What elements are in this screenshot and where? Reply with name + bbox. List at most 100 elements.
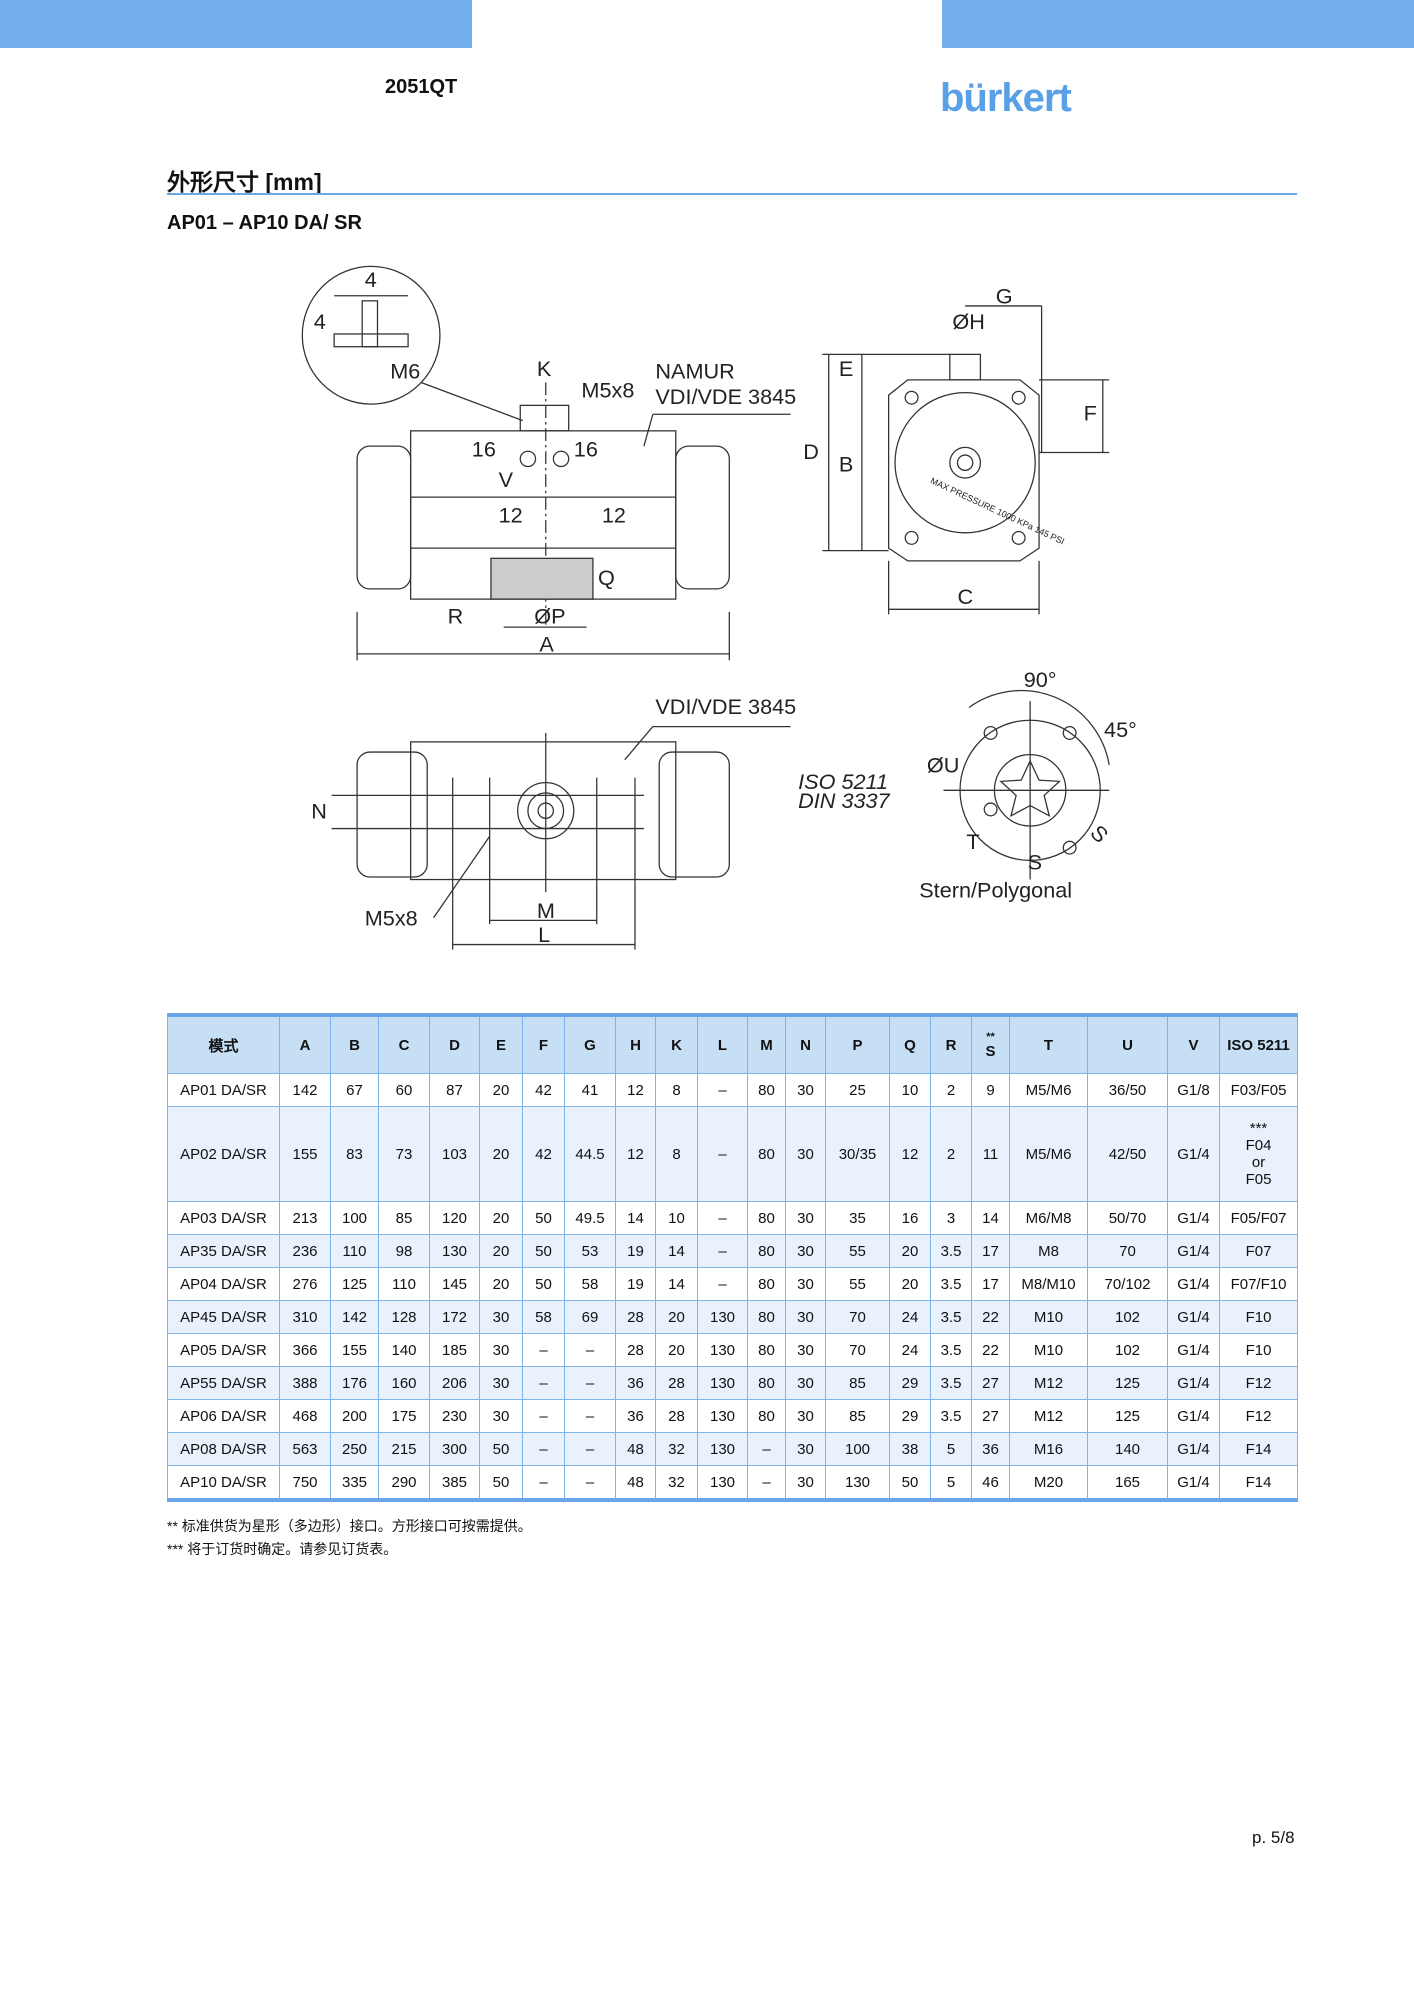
table-cell: 53 (564, 1234, 616, 1268)
table-cell: 142 (279, 1073, 331, 1107)
label-detail-4-top: 4 (365, 267, 377, 292)
table-cell: M10 (1009, 1300, 1088, 1334)
table-cell: 85 (378, 1201, 430, 1235)
table-cell: 70 (825, 1333, 890, 1367)
column-header: U (1087, 1014, 1168, 1074)
table-cell: 155 (330, 1333, 379, 1367)
table-cell: 50 (522, 1267, 565, 1301)
label-angle-90: 90° (1024, 667, 1057, 692)
table-cell: 102 (1087, 1300, 1168, 1334)
table-cell: 67 (330, 1073, 379, 1107)
table-cell: 30 (785, 1333, 826, 1367)
table-cell: – (522, 1333, 565, 1367)
table-cell: 36 (971, 1432, 1010, 1466)
document-code: 2051QT (385, 76, 458, 98)
table-cell: 50 (522, 1201, 565, 1235)
table-cell: M10 (1009, 1333, 1088, 1367)
table-cell: 28 (615, 1333, 656, 1367)
table-cell: – (697, 1267, 748, 1301)
label-q: Q (598, 565, 615, 590)
side-view (822, 305, 1110, 615)
table-cell: 12 (615, 1073, 656, 1107)
table-cell: 20 (479, 1073, 523, 1107)
table-cell: 3.5 (930, 1366, 972, 1400)
table-cell: 290 (378, 1465, 430, 1501)
table-cell: 230 (429, 1399, 480, 1433)
table-cell: 30 (785, 1267, 826, 1301)
table-cell: 20 (479, 1234, 523, 1268)
model-cell: AP35 DA/SR (167, 1234, 280, 1268)
label-m5x8-top: M5x8 (581, 378, 634, 403)
table-cell: 17 (971, 1267, 1010, 1301)
label-b: B (839, 452, 853, 477)
table-cell: 3.5 (930, 1399, 972, 1433)
table-cell: 73 (378, 1106, 430, 1202)
table-cell: – (564, 1366, 616, 1400)
table-cell: 69 (564, 1300, 616, 1334)
table-cell: 155 (279, 1106, 331, 1202)
table-cell: 14 (615, 1201, 656, 1235)
model-cell: AP05 DA/SR (167, 1333, 280, 1367)
table-cell: 10 (889, 1073, 931, 1107)
table-cell: 30 (785, 1366, 826, 1400)
table-cell: 55 (825, 1267, 890, 1301)
table-cell: 16 (889, 1201, 931, 1235)
table-cell: G1/4 (1167, 1106, 1220, 1202)
label-h: ØH (952, 309, 984, 334)
table-cell: F14 (1219, 1432, 1298, 1466)
table-cell: 70 (825, 1300, 890, 1334)
table-cell: 42 (522, 1106, 565, 1202)
column-header-label: S (985, 1042, 996, 1060)
table-cell: 128 (378, 1300, 430, 1334)
table-cell: 20 (655, 1300, 698, 1334)
table-cell: 200 (330, 1399, 379, 1433)
label-detail-m6: M6 (390, 359, 420, 384)
table-cell: 28 (655, 1399, 698, 1433)
table-cell: 80 (747, 1267, 786, 1301)
table-cell: F07/F10 (1219, 1267, 1298, 1301)
label-m5x8-bottom: M5x8 (365, 905, 418, 930)
table-cell: 50 (479, 1432, 523, 1466)
table-cell: 3.5 (930, 1267, 972, 1301)
table-cell: 750 (279, 1465, 331, 1501)
table-cell: 25 (825, 1073, 890, 1107)
table-cell: F10 (1219, 1300, 1298, 1334)
model-cell: AP04 DA/SR (167, 1267, 280, 1301)
table-cell: 24 (889, 1333, 931, 1367)
dial-text: MAX PRESSURE 1000 KPa 145 PSI (929, 476, 1066, 547)
table-cell: F05/F07 (1219, 1201, 1298, 1235)
table-cell: 9 (971, 1073, 1010, 1107)
column-header: C (378, 1014, 430, 1074)
table-cell: F03/F05 (1219, 1073, 1298, 1107)
table-cell: 28 (615, 1300, 656, 1334)
table-cell: 172 (429, 1300, 480, 1334)
model-cell: AP06 DA/SR (167, 1399, 280, 1433)
table-cell: 145 (429, 1267, 480, 1301)
column-header: E (479, 1014, 523, 1074)
table-cell: M8/M10 (1009, 1267, 1088, 1301)
label-iso: ISO 5211 (798, 769, 888, 794)
table-cell: – (697, 1201, 748, 1235)
table-cell: 176 (330, 1366, 379, 1400)
label-s-diagonal: S (1086, 820, 1114, 848)
table-cell: 14 (971, 1201, 1010, 1235)
table-cell: 20 (479, 1106, 523, 1202)
table-cell: 3.5 (930, 1300, 972, 1334)
table-cell: 42/50 (1087, 1106, 1168, 1202)
column-header: P (825, 1014, 890, 1074)
column-header: N (785, 1014, 826, 1074)
table-cell: 310 (279, 1300, 331, 1334)
label-dim16-left: 16 (472, 436, 496, 461)
table-cell: 80 (747, 1399, 786, 1433)
table-cell: 30 (479, 1366, 523, 1400)
label-r: R (448, 603, 464, 628)
table-cell: 11 (971, 1106, 1010, 1202)
table-cell: 563 (279, 1432, 331, 1466)
table-cell: 8 (655, 1106, 698, 1202)
label-v: V (499, 467, 514, 492)
column-header: T (1009, 1014, 1088, 1074)
table-cell: 3.5 (930, 1234, 972, 1268)
